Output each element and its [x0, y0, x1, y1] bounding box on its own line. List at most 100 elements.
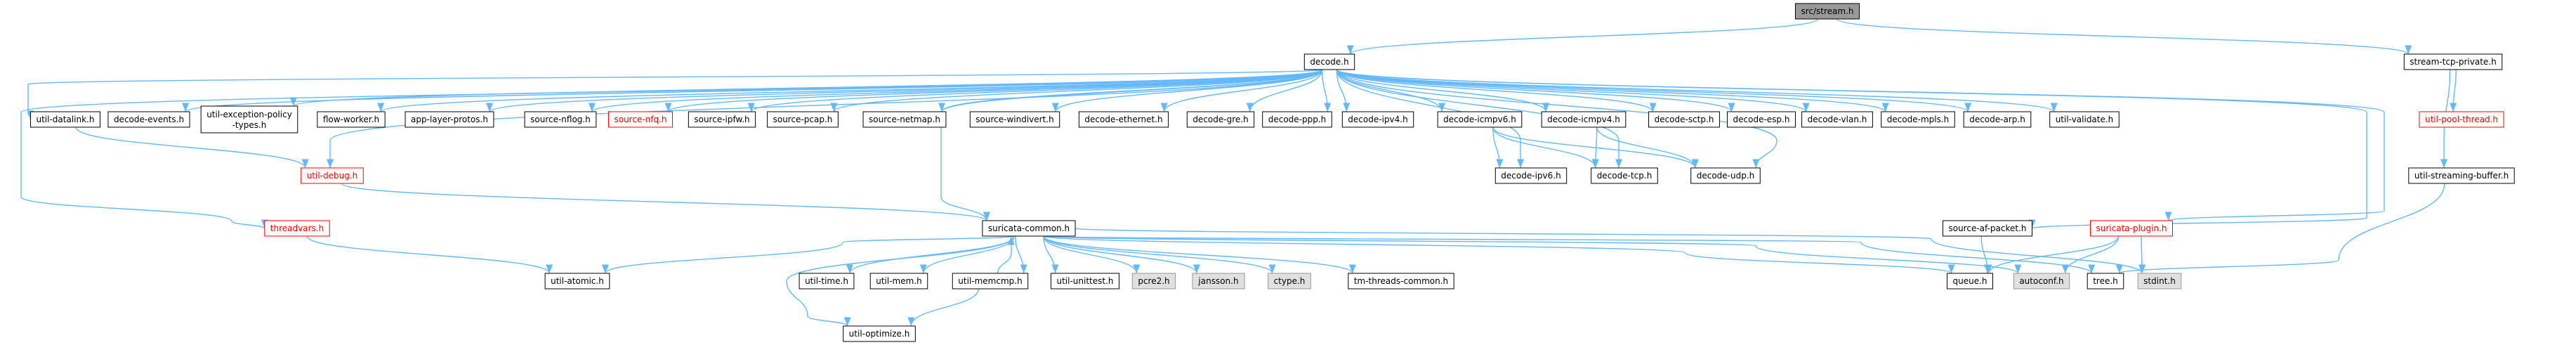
- node-util-exception-policy-types-h[interactable]: util-exception-policy-types.h: [200, 105, 298, 134]
- node-decode-gre-h[interactable]: decode-gre.h: [1186, 111, 1255, 128]
- node-source-pcap-h[interactable]: source-pcap.h: [767, 111, 839, 128]
- node-source-nfq-h[interactable]: source-nfq.h: [607, 111, 673, 128]
- edge-common-to-tree: [1043, 235, 2096, 274]
- node-label-line: source-netmap.h: [869, 115, 940, 124]
- node-threadvars-h[interactable]: threadvars.h: [264, 220, 330, 237]
- node-box: [799, 273, 855, 289]
- node-box: [1131, 273, 1176, 289]
- node-box: [1727, 111, 1796, 128]
- node-decode-ipv4-h[interactable]: decode-ipv4.h: [1341, 111, 1414, 128]
- node-stream-tcp-private-h[interactable]: stream-tcp-private.h: [2403, 53, 2503, 70]
- node-autoconf-h[interactable]: autoconf.h: [2013, 273, 2070, 289]
- node-label-line: util-unittest.h: [1056, 276, 1113, 286]
- edge-decode-to-plugin: [1336, 69, 2385, 221]
- node-label-line: decode-icmpv4.h: [1547, 115, 1620, 124]
- node-tm-threads-common-h[interactable]: tm-threads-common.h: [1348, 273, 1454, 289]
- edge-decode-to-arp: [1336, 69, 1971, 112]
- node-source-netmap-h[interactable]: source-netmap.h: [862, 111, 947, 128]
- edge-afpacket-to-queue: [1980, 235, 1992, 274]
- node-label-line: src/stream.h: [1801, 6, 1853, 16]
- node-label-line: util-optimize.h: [849, 329, 910, 339]
- node-label: decode-icmpv4.h: [1547, 115, 1620, 124]
- node-src-stream-h[interactable]: src/stream.h: [1794, 3, 1860, 20]
- node-decode-events-h[interactable]: decode-events.h: [107, 111, 190, 128]
- node-box: [2403, 53, 2503, 70]
- node-source-windivert-h[interactable]: source-windivert.h: [969, 111, 1060, 128]
- node-util-streaming-buffer-h[interactable]: util-streaming-buffer.h: [2408, 167, 2515, 184]
- node-jansson-h[interactable]: jansson.h: [1192, 273, 1245, 289]
- node-box: [1881, 111, 1955, 128]
- edge-decode-to-windivert: [1051, 69, 1323, 112]
- node-decode-esp-h[interactable]: decode-esp.h: [1727, 111, 1796, 128]
- node-decode-ppp-h[interactable]: decode-ppp.h: [1262, 111, 1332, 128]
- node-label: util-optimize.h: [849, 329, 910, 339]
- node-box: [1963, 111, 2032, 128]
- node-box: [767, 111, 839, 128]
- node-label-line: stdint.h: [2143, 276, 2176, 286]
- node-util-debug-h[interactable]: util-debug.h: [301, 167, 364, 184]
- node-util-optimize-h[interactable]: util-optimize.h: [843, 325, 916, 342]
- node-decode-ipv6-h[interactable]: decode-ipv6.h: [1494, 167, 1568, 184]
- node-util-time-h[interactable]: util-time.h: [799, 273, 855, 289]
- node-decode-sctp-h[interactable]: decode-sctp.h: [1648, 111, 1720, 128]
- node-label: util-memcmp.h: [958, 276, 1022, 286]
- node-label: threadvars.h: [270, 223, 324, 233]
- edge-plugin-to-queue: [1985, 235, 2120, 274]
- node-app-layer-protos-h[interactable]: app-layer-protos.h: [405, 111, 494, 128]
- node-box: [1541, 111, 1627, 128]
- node-decode-udp-h[interactable]: decode-udp.h: [1690, 167, 1761, 184]
- node-label-line: decode-icmpv6.h: [1443, 115, 1516, 124]
- node-label: pcre2.h: [1138, 276, 1169, 286]
- node-util-validate-h[interactable]: util-validate.h: [2049, 111, 2120, 128]
- node-source-nflog-h[interactable]: source-nflog.h: [524, 111, 597, 128]
- node-tree-h[interactable]: tree.h: [2087, 273, 2124, 289]
- node-util-unittest-h[interactable]: util-unittest.h: [1050, 273, 1120, 289]
- node-label: ctype.h: [1274, 276, 1306, 286]
- node-util-memcmp-h[interactable]: util-memcmp.h: [952, 273, 1029, 289]
- node-label: src/stream.h: [1801, 6, 1853, 16]
- node-label: decode-ipv6.h: [1501, 171, 1560, 181]
- node-label-line: util-mem.h: [876, 276, 922, 286]
- node-source-af-packet-h[interactable]: source-af-packet.h: [1942, 220, 2033, 237]
- node-source-ipfw-h[interactable]: source-ipfw.h: [688, 111, 756, 128]
- node-label: util-pool-thread.h: [2425, 115, 2498, 124]
- node-decode-arp-h[interactable]: decode-arp.h: [1963, 111, 2032, 128]
- node-stdint-h[interactable]: stdint.h: [2137, 273, 2182, 289]
- node-pcre2-h[interactable]: pcre2.h: [1131, 273, 1176, 289]
- edge-icmpv6-to-udp: [1492, 126, 1699, 169]
- node-decode-icmpv4-h[interactable]: decode-icmpv4.h: [1541, 111, 1627, 128]
- node-decode-h[interactable]: decode.h: [1303, 53, 1355, 70]
- node-label: source-af-packet.h: [1948, 223, 2026, 233]
- node-box: [1648, 111, 1720, 128]
- node-decode-tcp-h[interactable]: decode-tcp.h: [1591, 167, 1658, 184]
- node-decode-ethernet-h[interactable]: decode-ethernet.h: [1078, 111, 1169, 128]
- node-label: util-debug.h: [307, 171, 358, 181]
- node-decode-vlan-h[interactable]: decode-vlan.h: [1801, 111, 1873, 128]
- node-suricata-plugin-h[interactable]: suricata-plugin.h: [2090, 220, 2173, 237]
- node-queue-h[interactable]: queue.h: [1946, 273, 1994, 289]
- node-label-line: -types.h: [232, 120, 267, 130]
- node-decode-icmpv6-h[interactable]: decode-icmpv6.h: [1437, 111, 1523, 128]
- edge-decode-to-afpacket: [1336, 69, 2367, 229]
- node-util-datalink-h[interactable]: util-datalink.h: [30, 111, 100, 128]
- node-label: queue.h: [1952, 276, 1987, 286]
- node-label: suricata-plugin.h: [2096, 223, 2167, 233]
- node-flow-worker-h[interactable]: flow-worker.h: [317, 111, 386, 128]
- node-util-atomic-h[interactable]: util-atomic.h: [544, 273, 610, 289]
- node-decode-mpls-h[interactable]: decode-mpls.h: [1881, 111, 1955, 128]
- node-label: stdint.h: [2143, 276, 2176, 286]
- node-box: [317, 111, 386, 128]
- edge-common-to-pcre2: [1043, 235, 1141, 274]
- edge-memcmp-to-optimize: [907, 288, 979, 327]
- node-box: [607, 111, 673, 128]
- node-label-line: util-atomic.h: [551, 276, 604, 286]
- node-box: [200, 105, 298, 134]
- node-ctype-h[interactable]: ctype.h: [1268, 273, 1311, 289]
- node-label: stream-tcp-private.h: [2410, 57, 2496, 67]
- node-label: decode-ipv4.h: [1348, 115, 1407, 124]
- node-label: jansson.h: [1197, 276, 1238, 286]
- node-util-pool-thread-h[interactable]: util-pool-thread.h: [2419, 111, 2504, 128]
- node-suricata-common-h[interactable]: suricata-common.h: [982, 220, 1076, 237]
- node-label-line: threadvars.h: [270, 223, 324, 233]
- node-util-mem-h[interactable]: util-mem.h: [869, 273, 928, 289]
